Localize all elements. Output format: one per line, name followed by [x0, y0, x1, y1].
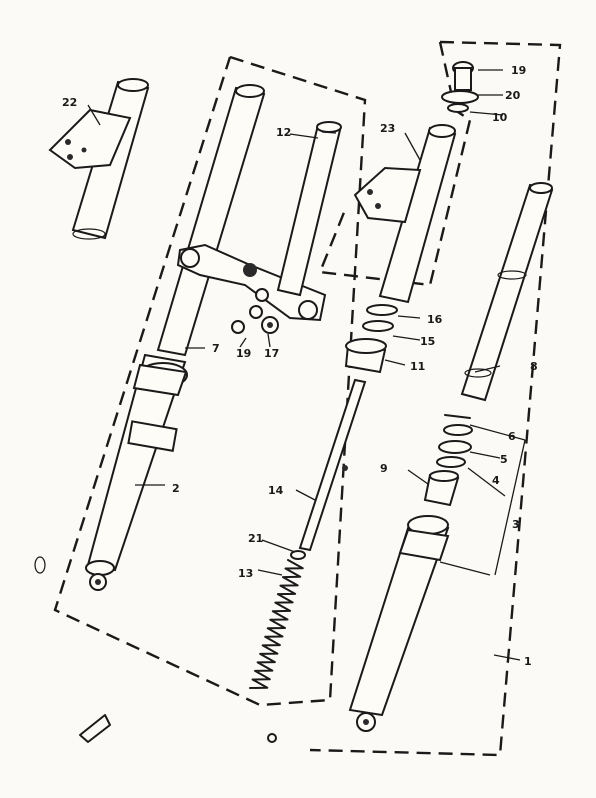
- label-part-12: 12: [276, 126, 291, 139]
- part-8-right-inner-tube: [460, 182, 554, 402]
- label-part-2: 2: [172, 482, 180, 495]
- part-14-damper-rod: [298, 378, 367, 552]
- label-part-9: 9: [380, 462, 388, 475]
- label-part-10: 10: [492, 111, 508, 124]
- part-labels: 22 12 23 19 20 10 16 15 11 7 19 17 8 6 5…: [62, 64, 538, 668]
- label-part-4: 4: [492, 474, 500, 487]
- label-part-1: 1: [524, 655, 532, 668]
- label-part-21: 21: [248, 532, 263, 545]
- misc-marks: [34, 556, 277, 743]
- label-part-14: 14: [268, 484, 284, 497]
- part-7-left-inner-tube: [156, 84, 266, 357]
- label-part-19-left: 19: [236, 347, 251, 360]
- part-2-left-outer-tube: [85, 353, 188, 591]
- label-part-3: 3: [512, 518, 520, 531]
- label-part-6: 6: [508, 430, 516, 443]
- upper-bracket-group-outline: [318, 41, 472, 287]
- part-13-fork-spring: [249, 550, 306, 689]
- label-part-22: 22: [62, 96, 77, 109]
- left-fork-group-outline: [53, 55, 367, 707]
- part-19-20-10-cap: [441, 61, 479, 113]
- part-12-inner-tube: [276, 121, 342, 297]
- label-part-8: 8: [530, 360, 538, 373]
- label-part-16: 16: [427, 313, 443, 326]
- triple-clamp: [176, 243, 327, 322]
- label-part-23: 23: [380, 122, 395, 135]
- label-part-17: 17: [264, 347, 279, 360]
- right-fork-group-outline: [309, 40, 562, 757]
- part-3-right-outer-tube: [348, 515, 450, 732]
- part-22-headlight-bracket: [48, 78, 150, 240]
- label-part-20: 20: [505, 89, 521, 102]
- label-part-7: 7: [212, 342, 220, 355]
- leader-lines: [87, 69, 526, 661]
- label-part-5: 5: [500, 453, 508, 466]
- part-23-headlight-bracket: [353, 124, 457, 304]
- part-9-bushing: [423, 470, 460, 507]
- part-19-17-bolts: [231, 305, 279, 334]
- spring-coil: [249, 559, 304, 689]
- label-part-11: 11: [410, 360, 425, 373]
- label-part-19-top: 19: [511, 64, 526, 77]
- parts-16-15-11-seals: [344, 304, 398, 374]
- dashed-group-outlines: [53, 40, 562, 757]
- label-part-15: 15: [420, 335, 435, 348]
- label-part-13: 13: [238, 567, 253, 580]
- parts-6-5-4-clips: [436, 414, 473, 468]
